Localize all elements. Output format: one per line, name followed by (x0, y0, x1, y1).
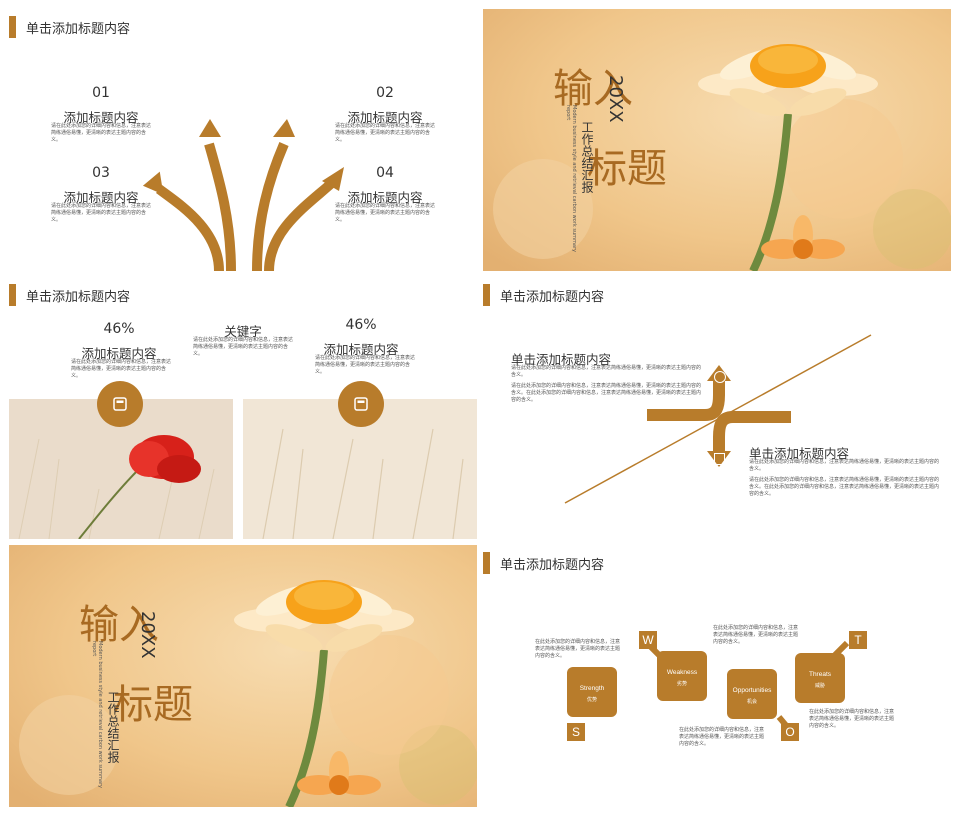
slide-header-text: 单击添加标题内容 (500, 289, 605, 305)
slide-swot[interactable]: 单击添加标题内容 Strength 优势 S Weakness 劣势 W Opp… (483, 545, 951, 807)
slide-bidirectional[interactable]: 单击添加标题内容 单击添加标题内容 请在此处添加您的详细内容和信息，注意表达简练… (483, 277, 951, 539)
stat-title: 添加标题内容 (81, 346, 157, 361)
swot-label-en: Threats (808, 671, 832, 678)
swot-connectors (575, 640, 850, 733)
cover-title-a: 输入 (553, 66, 633, 112)
slide-header: 单击添加标题内容 (9, 15, 130, 39)
swot-opportunities-box: Opportunities 机会 (727, 669, 777, 719)
swot-letter: T (849, 631, 867, 649)
lightbulb-icon (714, 371, 726, 383)
top-body-1: 请在此处添加您的详细内容和信息，注意表达简练通俗易懂，更清晰的表达主题内容的含义… (511, 365, 702, 378)
cover-title-b: 标题 (113, 682, 193, 728)
slide-cover-2[interactable]: 输入 标题 20XX 工作总结汇报 Modern business style … (9, 545, 477, 807)
swot-label-en: Strength (579, 685, 605, 692)
stat-percent: 46% (103, 321, 135, 337)
slide-header: 单击添加标题内容 (9, 283, 130, 307)
keyword-body: 请在此处添加您的详细内容和信息，注意表达简练通俗易懂，更清晰的表达主题内容的含义… (193, 337, 294, 357)
header-accent-bar (483, 552, 490, 574)
flower-photo (483, 9, 951, 271)
flower-photo (9, 545, 477, 807)
cover-year: 20XX (137, 611, 158, 659)
item-title: 添加标题内容 (347, 110, 423, 125)
slide-header: 单击添加标题内容 (483, 283, 604, 307)
slide-header-text: 单击添加标题内容 (26, 289, 131, 305)
swot-text: 在此处添加您的详细内容和信息，注意表达简练通俗易懂，更清晰的表达主题内容的含义。 (713, 625, 799, 645)
header-accent-bar (9, 16, 16, 38)
cover-subtitle: 工作总结汇报 (580, 121, 594, 193)
cover-en-subtitle: Modern business style and retrieval carb… (91, 641, 103, 788)
calculator-icon (97, 381, 143, 427)
cover-subtitle: 工作总结汇报 (106, 691, 120, 763)
top-title: 单击添加标题内容 (511, 352, 612, 367)
swot-label-cn: 劣势 (676, 681, 687, 687)
top-body-2: 请在此处添加您的详细内容和信息，注意表达简练通俗易懂，更清晰的表达主题内容的含义… (511, 383, 702, 403)
swot-label-cn: 优势 (586, 697, 597, 703)
document-icon (714, 453, 725, 465)
item-body: 请在此处添加您的详细内容和信息，注意表达简练通俗易懂，更清晰的表达主题内容的含义… (51, 123, 152, 143)
item-title: 添加标题内容 (63, 110, 139, 125)
swot-text: 在此处添加您的详细内容和信息，注意表达简练通俗易懂，更清晰的表达主题内容的含义。 (535, 639, 621, 659)
item-title: 添加标题内容 (63, 190, 139, 205)
swot-text: 在此处添加您的详细内容和信息，注意表达简练通俗易懂，更清晰的表达主题内容的含义。 (809, 709, 895, 729)
swot-letter: S (567, 723, 585, 741)
stat-title: 添加标题内容 (323, 342, 399, 357)
swot-strength-box: Strength 优势 (567, 667, 617, 717)
stat-percent: 46% (345, 317, 377, 333)
swot-label-en: Weakness (666, 669, 698, 676)
item-number: 02 (376, 85, 394, 101)
cover-year: 20XX (605, 75, 626, 123)
keyword-title: 关键字 (224, 324, 262, 339)
stat-body: 请在此处添加您的详细内容和信息，注意表达简练通俗易懂，更清晰的表达主题内容的含义… (71, 359, 172, 379)
item-body: 请在此处添加您的详细内容和信息，注意表达简练通俗易懂，更清晰的表达主题内容的含义… (51, 203, 152, 223)
bottom-body-2: 请在此处添加您的详细内容和信息，注意表达简练通俗易懂，更清晰的表达主题内容的含义… (749, 477, 940, 497)
slide-cover-1[interactable]: 输入 标题 20XX 工作总结汇报 Modern business style … (483, 9, 951, 271)
swot-letter: O (781, 723, 799, 741)
header-accent-bar (483, 284, 490, 306)
cover-title-b: 标题 (587, 146, 667, 192)
swot-letter: W (639, 631, 657, 649)
swot-weakness-box: Weakness 劣势 (657, 651, 707, 701)
slide-header: 单击添加标题内容 (483, 551, 604, 575)
item-number: 03 (92, 165, 110, 181)
slide-header-text: 单击添加标题内容 (500, 557, 605, 573)
calculator-icon (338, 381, 384, 427)
bottom-body-1: 请在此处添加您的详细内容和信息，注意表达简练通俗易懂，更清晰的表达主题内容的含义… (749, 459, 940, 472)
slide-header-text: 单击添加标题内容 (26, 21, 131, 37)
item-number: 01 (92, 85, 110, 101)
swot-label-cn: 机会 (746, 699, 757, 705)
item-body: 请在此处添加您的详细内容和信息，注意表达简练通俗易懂，更清晰的表达主题内容的含义… (335, 203, 436, 223)
stat-body: 请在此处添加您的详细内容和信息，注意表达简练通俗易懂，更清晰的表达主题内容的含义… (315, 355, 416, 375)
cover-en-subtitle: Modern business style and retrieval carb… (565, 105, 577, 252)
slide-arrows[interactable]: 单击添加标题内容 01 添加标题内容 请在此处添加您的详细内容和信息，注意表达简… (9, 9, 477, 271)
slide-stats[interactable]: 单击添加标题内容 46% 添加标题内容 请在此处添加您的详细内容和信息，注意表达… (9, 277, 477, 539)
swot-label-cn: 威胁 (814, 683, 825, 689)
diagonal-arrow-graphic (564, 334, 872, 504)
cover-title-a: 输入 (79, 602, 159, 648)
item-number: 04 (376, 165, 394, 181)
header-accent-bar (9, 284, 16, 306)
swot-text: 在此处添加您的详细内容和信息，注意表达简练通俗易懂，更清晰的表达主题内容的含义。 (679, 727, 765, 747)
diverging-arrows-graphic (142, 119, 344, 271)
swot-threats-box: Threats 威胁 (795, 653, 845, 703)
swot-label-en: Opportunities (732, 687, 772, 694)
item-title: 添加标题内容 (347, 190, 423, 205)
bottom-title: 单击添加标题内容 (749, 446, 850, 461)
item-body: 请在此处添加您的详细内容和信息，注意表达简练通俗易懂，更清晰的表达主题内容的含义… (335, 123, 436, 143)
